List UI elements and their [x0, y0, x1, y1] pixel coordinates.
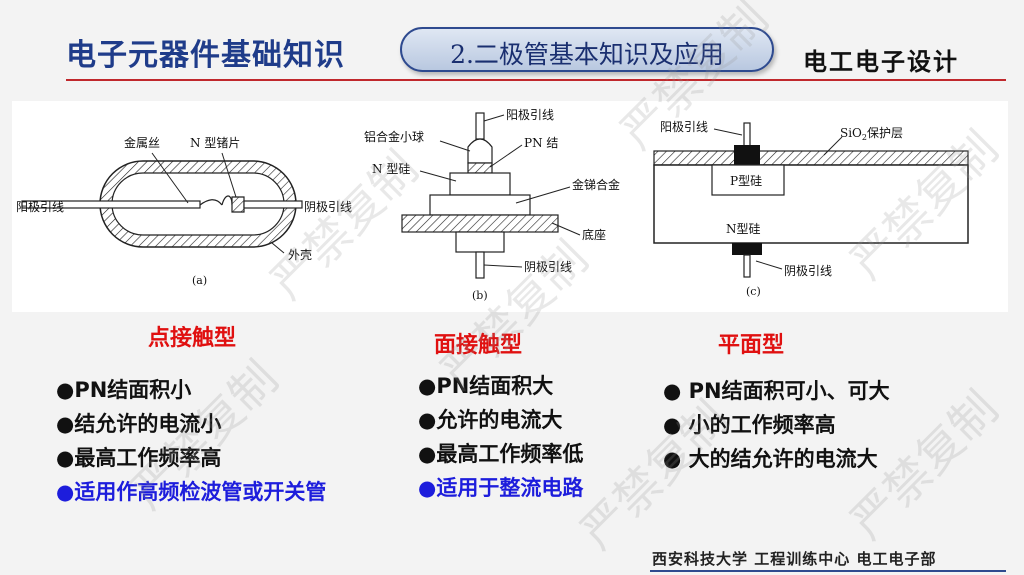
c-cathode-lead — [743, 254, 751, 278]
diagram-c: 阳极引线 SiO2保护层 P型硅 N型硅 阴极引线 (c) — [653, 120, 969, 298]
label-a-ge: N 型锗片 — [190, 135, 240, 150]
list-item: ●适用于整流电路 — [418, 476, 584, 500]
caption-b: (b) — [472, 289, 488, 302]
caption-c: (c) — [746, 285, 761, 298]
label-a-anode: 阳极引线 — [16, 200, 64, 214]
diagram-b: 阳极引线 铝合金小球 PN 结 N 型硅 金锑合金 底座 阴极引线 (b) — [364, 108, 620, 302]
label-b-base: 底座 — [582, 227, 606, 242]
label-a-shell: 外壳 — [288, 248, 312, 262]
list-item: ● PN结面积可小、可大 — [663, 379, 890, 403]
diode-structure-figure: 金属丝 N 型锗片 阳极引线 阴极引线 外壳 (a) — [12, 101, 1008, 312]
al-ball — [467, 138, 493, 164]
list-item: ● 小的工作频率高 — [663, 413, 836, 437]
base-stub — [455, 231, 505, 253]
c-cathode-contact — [732, 243, 762, 255]
list-item: ●最高工作频率高 — [56, 446, 222, 470]
list-junction-contact: ●PN结面积大 ●允许的电流大 ●最高工作频率低 ●适用于整流电路 — [418, 369, 583, 505]
list-item: ● 大的结允许的电流大 — [663, 447, 878, 471]
list-planar: ● PN结面积可小、可大 ● 小的工作频率高 ● 大的结允许的电流大 — [663, 374, 890, 476]
section-pill: 2.二极管基本知识及应用 — [400, 27, 774, 72]
list-point-contact: ●PN结面积小 ●结允许的电流小 ●最高工作频率高 ●适用作高频检波管或开关管 — [56, 373, 326, 509]
pn-junction — [467, 162, 493, 174]
b-cathode-lead — [475, 251, 485, 279]
label-c-cathode: 阴极引线 — [784, 264, 832, 278]
n-si-substrate — [653, 164, 969, 244]
list-item: ●结允许的电流小 — [56, 412, 222, 436]
footer-divider — [650, 570, 1006, 572]
label-b-pn: PN 结 — [524, 136, 558, 150]
label-a-wire: 金属丝 — [124, 135, 160, 150]
b-anode-lead — [475, 112, 485, 140]
label-c-nsi: N型硅 — [726, 222, 761, 236]
label-a-cathode: 阴极引线 — [304, 200, 352, 214]
cathode-lead — [243, 200, 303, 209]
list-item: ●适用作高频检波管或开关管 — [56, 480, 327, 504]
n-si-block — [449, 172, 511, 196]
c-anode-contact — [734, 145, 760, 165]
diode-structure-diagram: 金属丝 N 型锗片 阳极引线 阴极引线 外壳 (a) — [16, 108, 969, 302]
label-c-psi: P型硅 — [730, 174, 762, 188]
ge-chip — [231, 196, 245, 213]
base-plate — [401, 214, 559, 233]
label-b-nsi: N 型硅 — [372, 162, 410, 176]
title-planar: 平面型 — [718, 333, 785, 358]
list-item: ●PN结面积小 — [56, 378, 192, 402]
list-item: ●PN结面积大 — [418, 374, 554, 398]
brand-label: 电工电子设计 — [803, 48, 959, 76]
diagram-a: 金属丝 N 型锗片 阳极引线 阴极引线 外壳 (a) — [16, 135, 352, 287]
list-item: ●允许的电流大 — [418, 408, 563, 432]
title-point-contact: 点接触型 — [148, 326, 237, 351]
label-b-ausb: 金锑合金 — [572, 177, 620, 192]
footer-label: 西安科技大学 工程训练中心 电工电子部 — [652, 550, 937, 568]
label-b-anode: 阳极引线 — [506, 108, 554, 122]
list-item: ●最高工作频率低 — [418, 442, 584, 466]
page-title: 电子元器件基础知识 — [66, 38, 345, 73]
label-c-sio2: SiO2保护层 — [840, 126, 903, 142]
caption-a: (a) — [192, 274, 207, 287]
section-label: 2.二极管基本知识及应用 — [450, 40, 724, 69]
label-b-cathode: 阴极引线 — [524, 260, 572, 274]
header-divider — [66, 79, 1006, 81]
title-junction-contact: 面接触型 — [434, 333, 523, 358]
label-c-anode: 阳极引线 — [660, 120, 708, 134]
sio2-layer — [653, 150, 969, 166]
p-si-region — [711, 164, 785, 196]
au-sb-layer — [429, 194, 531, 216]
label-b-al: 铝合金小球 — [364, 129, 424, 144]
